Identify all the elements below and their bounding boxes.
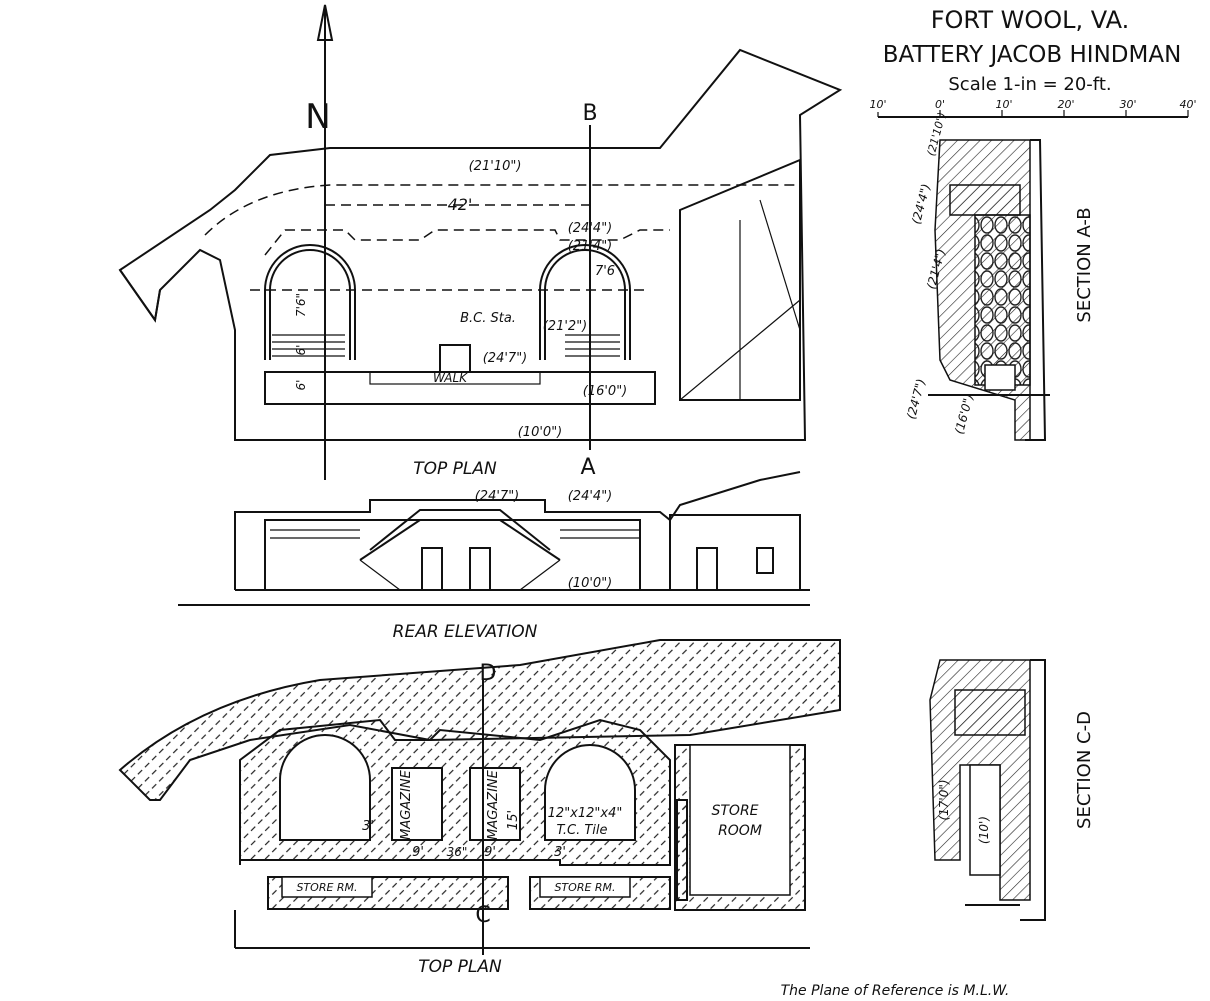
elevation-label: (21'2"): [543, 319, 588, 334]
elevation-label: (24'7"): [904, 377, 928, 420]
dimension-label: 7'6: [595, 264, 615, 279]
section-cd-title: SECTION C-D: [1074, 711, 1095, 829]
walk-label: WALK: [433, 371, 468, 385]
rear-elevation: [178, 471, 810, 606]
elevation-label: (21'4"): [568, 239, 613, 254]
elevation-label: (24'7"): [483, 351, 528, 366]
scale-text: Scale 1-in = 20-ft.: [948, 74, 1111, 95]
scale-tick: 10': [995, 98, 1012, 111]
elevation-label: (10'0"): [568, 576, 613, 591]
top-plan-caption: TOP PLAN: [413, 459, 497, 479]
top-plan: [118, 4, 843, 480]
section-ab: [928, 139, 1050, 441]
elevation-label: (24'4"): [568, 489, 613, 504]
scale-tick: 10': [869, 98, 886, 111]
section-mark-d: D: [480, 661, 497, 686]
dimension-label: 15': [506, 810, 521, 830]
lower-plan: [118, 639, 841, 955]
tile-label: 12"x12"x4": [548, 806, 623, 821]
dimension-label: 9': [412, 845, 424, 860]
dimension-label: 9': [484, 845, 496, 860]
scale-tick: 40': [1179, 98, 1196, 111]
scale-tick: 0': [935, 98, 945, 111]
dimension-label: 3': [554, 845, 566, 860]
rear-elevation-caption: REAR ELEVATION: [393, 622, 538, 642]
magazine-label: MAGAZINE: [399, 769, 414, 840]
section-cd: [929, 659, 1046, 921]
section-mark-c: C: [475, 903, 490, 928]
dimension-label: 42': [448, 195, 473, 214]
elevation-label: (24'7"): [475, 489, 520, 504]
elevation-label: (10'): [977, 816, 991, 844]
scale-bar: [877, 110, 1189, 118]
store-room-label: STORE: [711, 803, 758, 819]
north-arrow-label: N: [305, 97, 330, 137]
store-room-label: STORE RM.: [296, 881, 357, 894]
reference-note: The Plane of Reference is M.L.W.: [781, 983, 1010, 999]
lower-plan-caption: TOP PLAN: [418, 957, 502, 977]
store-room-label: STORE RM.: [554, 881, 615, 894]
scale-tick: 20': [1057, 98, 1074, 111]
section-ab-title: SECTION A-B: [1074, 207, 1095, 322]
dimension-label: 7'6": [294, 293, 308, 317]
magazine-label: MAGAZINE: [486, 769, 501, 840]
elevation-label: (16'0"): [952, 392, 976, 435]
tile-label: T.C. Tile: [556, 823, 607, 838]
title-line1: FORT WOOL, VA.: [931, 6, 1130, 34]
elevation-label: (16'0"): [583, 384, 628, 399]
section-mark-b: B: [582, 101, 597, 126]
elevation-label: (17'0"): [937, 779, 951, 820]
elevation-label: (21'10"): [469, 159, 522, 174]
title-line2: BATTERY JACOB HINDMAN: [883, 42, 1182, 68]
elevation-label: (24'4"): [568, 221, 613, 236]
dimension-label: 3': [362, 819, 374, 834]
dimension-label: 6': [294, 345, 308, 356]
dimension-label: 36": [447, 845, 468, 859]
scale-tick: 30': [1119, 98, 1136, 111]
section-mark-a: A: [580, 455, 595, 480]
dimension-label: 6': [294, 380, 308, 391]
elevation-label: (10'0"): [518, 425, 563, 440]
store-room-label: ROOM: [718, 823, 762, 839]
bc-station-label: B.C. Sta.: [460, 311, 516, 326]
elevation-label: (24'4"): [909, 182, 933, 225]
